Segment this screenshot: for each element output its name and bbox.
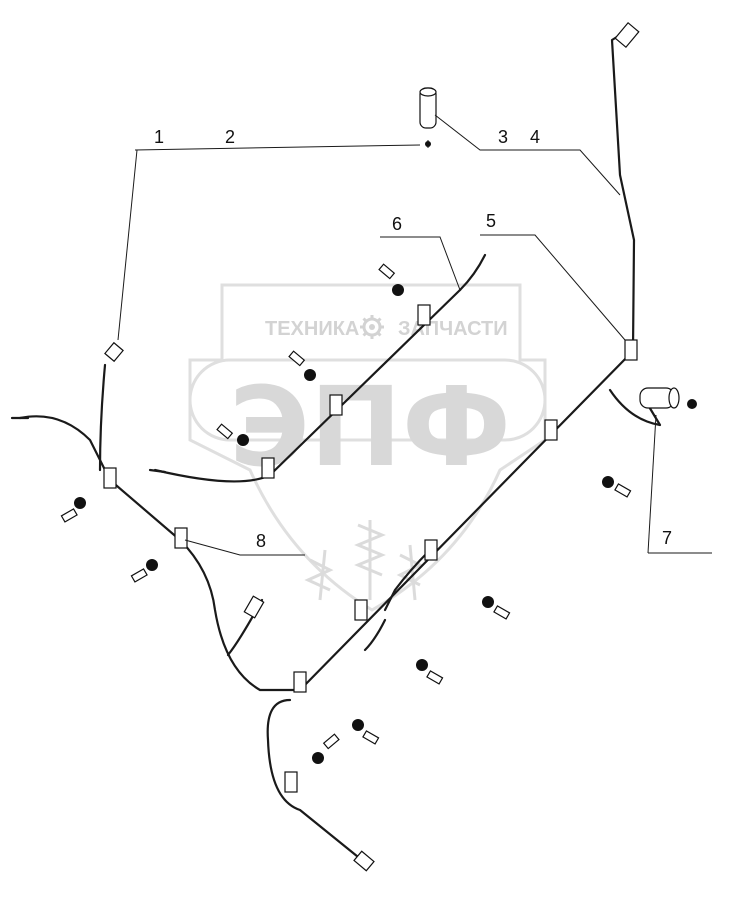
leader-5: [480, 234, 626, 341]
clip: [424, 539, 438, 561]
callout-5: 5: [486, 211, 496, 231]
clip: [544, 419, 558, 441]
bolt: [60, 497, 86, 523]
connector-1: [104, 341, 124, 363]
lower-wire: [266, 698, 370, 867]
bolt: [482, 596, 511, 620]
leader-6: [380, 236, 461, 291]
leader-7: [647, 414, 657, 554]
bolt: [288, 350, 316, 381]
bolt: [130, 559, 158, 583]
bolts: [60, 263, 632, 764]
gear-icon: [360, 315, 384, 339]
callout-6: 6: [392, 214, 402, 234]
bolt: [312, 733, 340, 764]
clips: [103, 304, 638, 793]
clip: [261, 457, 275, 479]
callout-8: 8: [256, 531, 266, 551]
watermark-text-right: ЗАПЧАСТИ: [398, 318, 508, 340]
wire-6-end: [458, 253, 487, 292]
callout-3: 3: [498, 127, 508, 147]
wire-1: [98, 363, 107, 472]
bolt: [602, 476, 632, 498]
clip: [329, 394, 343, 416]
clip: [354, 599, 368, 621]
connector-top: [614, 21, 640, 49]
bolt: [352, 719, 380, 745]
component-7-relay: [639, 387, 697, 409]
clip: [284, 771, 298, 793]
branch-wire-c: [363, 618, 387, 652]
connectors: [10, 21, 697, 872]
clip: [293, 671, 307, 693]
leader-1: [117, 149, 138, 341]
main-trunk-wire: [298, 350, 634, 692]
watermark-text-left: ТЕХНИКА: [265, 318, 359, 340]
callout-7: 7: [662, 528, 672, 548]
callout-2: 2: [225, 127, 235, 147]
clip: [103, 467, 117, 489]
callout-4: 4: [530, 127, 540, 147]
leader-3-4: [434, 114, 621, 196]
leader-1-2: [134, 144, 421, 151]
leader-8: [184, 539, 305, 556]
callout-leaders: [117, 114, 712, 556]
clip: [174, 527, 188, 549]
clip-5: [624, 339, 638, 361]
wheat-icon: [304, 520, 424, 601]
connector-bottom: [353, 850, 375, 872]
clip: [417, 304, 431, 326]
callout-labels: 1 2 3 4 5 6 7 8: [154, 127, 672, 551]
component-3-sensor: [419, 87, 437, 147]
connector-mid: [243, 595, 265, 619]
callout-1: 1: [154, 127, 164, 147]
bolt: [216, 423, 249, 446]
bolt: [416, 659, 444, 685]
watermark: ТЕХНИКА ЗАПЧАСТИ ЭПФ: [188, 283, 547, 612]
wire-7: [608, 388, 662, 427]
bolt: [378, 263, 404, 296]
wire-6-left-end: [148, 468, 167, 474]
